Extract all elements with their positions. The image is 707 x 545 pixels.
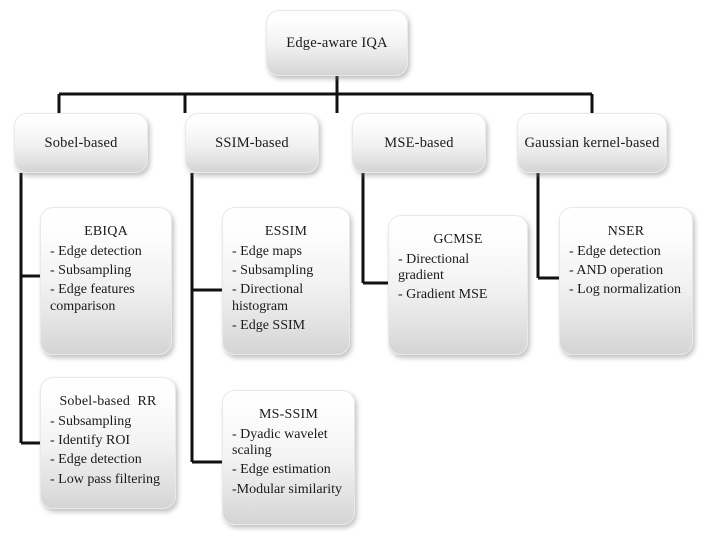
node-root-label: Edge-aware IQA: [286, 34, 388, 51]
node-root[interactable]: Edge-aware IQA: [266, 10, 408, 76]
list-item: - Log normalization: [569, 282, 681, 298]
node-sobel-based-rr-title: Sobel-based RR: [59, 394, 157, 409]
list-item: - Subsampling: [50, 414, 132, 429]
node-nser[interactable]: NSER - Edge detection - AND operation - …: [559, 207, 693, 355]
list-item: - Identify ROI: [50, 433, 131, 449]
node-mse-based[interactable]: MSE-based: [352, 113, 486, 173]
node-essim[interactable]: ESSIM - Edge maps - Subsampling - Direct…: [222, 207, 350, 355]
list-item: - Edge SSIM: [232, 317, 306, 333]
list-item: -Modular similarity: [232, 481, 343, 497]
node-sobel-based-rr[interactable]: Sobel-based RR - Subsampling - Identify …: [40, 377, 176, 509]
node-gcmse[interactable]: GCMSE - Directional gradient - Gradient …: [388, 215, 528, 355]
list-item: - Edge detection: [50, 244, 142, 259]
node-ebiqa[interactable]: EBIQA - Edge detection - Subsampling - E…: [40, 207, 172, 355]
node-ms-ssim-title: MS-SSIM: [259, 407, 318, 422]
node-sobel-based-label: Sobel-based: [44, 134, 118, 151]
node-ssim-based[interactable]: SSIM-based: [185, 113, 319, 173]
list-item: - Subsampling: [232, 263, 314, 279]
node-essim-title: ESSIM: [264, 224, 308, 239]
node-mse-based-label: MSE-based: [384, 134, 454, 151]
node-gcmse-title: GCMSE: [433, 232, 483, 247]
list-item: - Directional gradient: [398, 252, 473, 284]
list-item: - AND operation: [569, 263, 664, 279]
node-sobel-based-rr-list: - Subsampling - Identify ROI - Edge dete…: [50, 414, 166, 488]
node-nser-list: - Edge detection - AND operation - Log n…: [569, 244, 683, 299]
node-gaussian-kernel-based[interactable]: Gaussian kernel-based: [517, 113, 667, 173]
list-item: - Edge features comparison: [50, 282, 139, 314]
node-ebiqa-title: EBIQA: [84, 224, 128, 239]
node-essim-list: - Edge maps - Subsampling - Directional …: [232, 244, 340, 334]
node-ebiqa-list: - Edge detection - Subsampling - Edge fe…: [50, 244, 162, 315]
list-item: - Low pass filtering: [50, 471, 161, 487]
list-item: - Edge detection: [50, 452, 142, 468]
node-ms-ssim-list: - Dyadic wavelet scaling - Edge estimati…: [232, 427, 345, 498]
list-item: - Edge detection: [569, 244, 661, 259]
list-item: - Directional histogram: [232, 282, 307, 314]
node-ssim-based-label: SSIM-based: [215, 134, 289, 151]
list-item: - Subsampling: [50, 263, 132, 279]
list-item: - Edge maps: [232, 244, 302, 259]
list-item: - Gradient MSE: [398, 287, 488, 303]
node-sobel-based[interactable]: Sobel-based: [14, 113, 148, 173]
node-gcmse-list: - Directional gradient - Gradient MSE: [398, 252, 518, 304]
node-gaussian-kernel-based-label: Gaussian kernel-based: [524, 134, 660, 151]
list-item: - Dyadic wavelet scaling: [232, 427, 332, 459]
list-item: - Edge estimation: [232, 462, 331, 478]
node-ms-ssim[interactable]: MS-SSIM - Dyadic wavelet scaling - Edge …: [222, 390, 355, 525]
node-nser-title: NSER: [607, 224, 645, 239]
